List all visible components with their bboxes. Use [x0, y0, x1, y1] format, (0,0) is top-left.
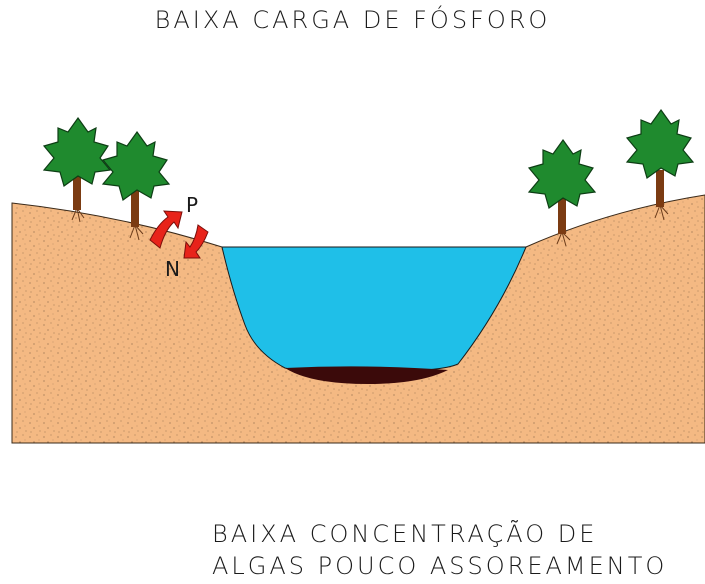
caption-line-1: BAIXA CONCENTRAÇÃO DE [212, 520, 598, 548]
phosphorus-label: P [186, 193, 198, 217]
diagram-title: BAIXA CARGA DE FÓSFORO [154, 6, 551, 34]
sediment-layer [285, 366, 448, 384]
nitrogen-label: N [165, 257, 180, 281]
arrow-up-icon [149, 210, 183, 249]
tree-left-2 [101, 130, 171, 241]
tree-right-2 [625, 108, 695, 221]
tree-left-1 [42, 116, 112, 223]
tree-right-1 [527, 138, 597, 247]
diagram-caption: BAIXA CONCENTRAÇÃO DE ALGAS POUCO ASSORE… [212, 518, 692, 582]
nutrient-arrows: P N [149, 193, 209, 281]
arrow-down-icon [183, 224, 209, 259]
caption-line-2: ALGAS POUCO ASSOREAMENTO [212, 552, 668, 580]
